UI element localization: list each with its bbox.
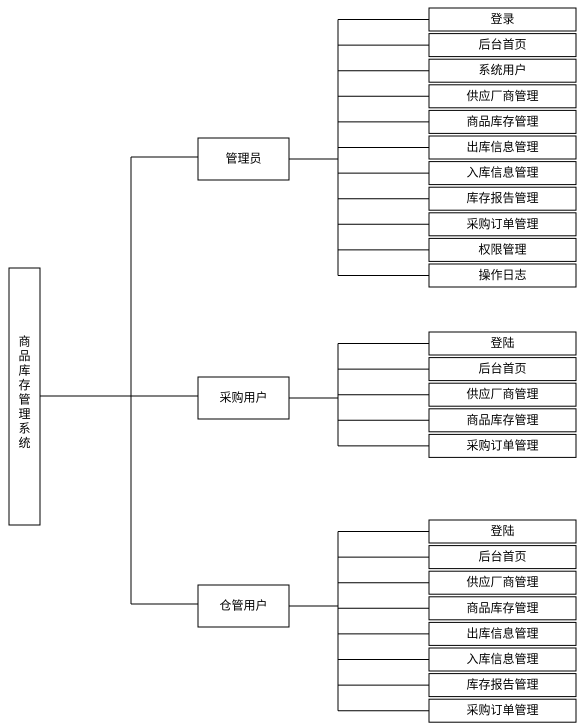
role-node-box [197,584,290,628]
module-node-label: 出库信息管理 [466,139,538,154]
module-node-box [428,161,577,186]
role-node-label: 采购用户 [219,390,267,405]
module-node-box [428,331,577,356]
module-node-label: 采购订单管理 [466,437,538,452]
module-node-label: 后台首页 [478,549,526,564]
module-node-box [428,84,577,109]
module-node-box [428,33,577,58]
role-group: 仓管用户 登陆后台首页供应厂商管理商品库存管理出库信息管理入库信息管理库存报告管理… [197,519,577,723]
module-node-label: 后台首页 [478,37,526,52]
root-label-char: 管 [18,392,30,407]
role-node-label: 管理员 [225,151,261,166]
root-label-char: 品 [18,349,30,363]
module-node-label: 供应厂商管理 [466,386,538,401]
module-node-box [428,135,577,160]
module-node-label: 商品库存管理 [466,600,538,615]
module-node-label: 入库信息管理 [466,165,538,180]
module-node-box [428,357,577,382]
module-node-box [428,647,577,672]
module-node-label: 登陆 [490,335,514,350]
module-node-box [428,212,577,237]
module-node-box [428,545,577,570]
root-label-char: 统 [18,436,30,450]
role-node-box [197,376,290,420]
module-node-label: 操作日志 [478,267,526,282]
module-node-label: 登陆 [490,523,514,538]
module-node-box [428,433,577,458]
module-node-box [428,109,577,134]
module-node-box [428,382,577,407]
root-label-char: 存 [18,378,30,392]
role-node-box [197,137,290,181]
module-node-box [428,570,577,595]
module-node-box [428,408,577,433]
module-node-label: 商品库存管理 [466,113,538,128]
module-node-label: 库存报告管理 [466,190,538,205]
root-label-char: 库 [18,363,30,378]
module-node-label: 采购订单管理 [466,702,538,717]
module-node-box [428,58,577,83]
module-node-label: 供应厂商管理 [466,88,538,103]
module-node-label: 系统用户 [478,62,526,77]
root-label-char: 商 [18,334,30,349]
module-node-label: 采购订单管理 [466,216,538,231]
root-label-char: 理 [18,407,30,421]
root-label-char: 系 [18,422,30,436]
module-node-box [428,596,577,621]
module-node-box [428,621,577,646]
role-group: 管理员 登录后台首页系统用户供应厂商管理商品库存管理出库信息管理入库信息管理库存报… [197,7,577,288]
module-node-box [428,186,577,211]
root-connectors [40,156,198,605]
module-node-label: 出库信息管理 [466,625,538,640]
module-node-label: 权限管理 [478,241,526,256]
role-node-label: 仓管用户 [219,598,267,613]
module-node-label: 商品库存管理 [466,412,538,427]
module-node-label: 库存报告管理 [466,677,538,692]
module-node-box [428,673,577,698]
module-node-label: 入库信息管理 [466,651,538,666]
module-node-label: 供应厂商管理 [466,574,538,589]
module-node-box [428,698,577,723]
module-node-box [428,519,577,544]
module-node-box [428,237,577,262]
module-node-box [428,7,577,32]
module-node-box [428,263,577,288]
module-node-label: 后台首页 [478,361,526,376]
module-node-label: 登录 [490,11,514,26]
